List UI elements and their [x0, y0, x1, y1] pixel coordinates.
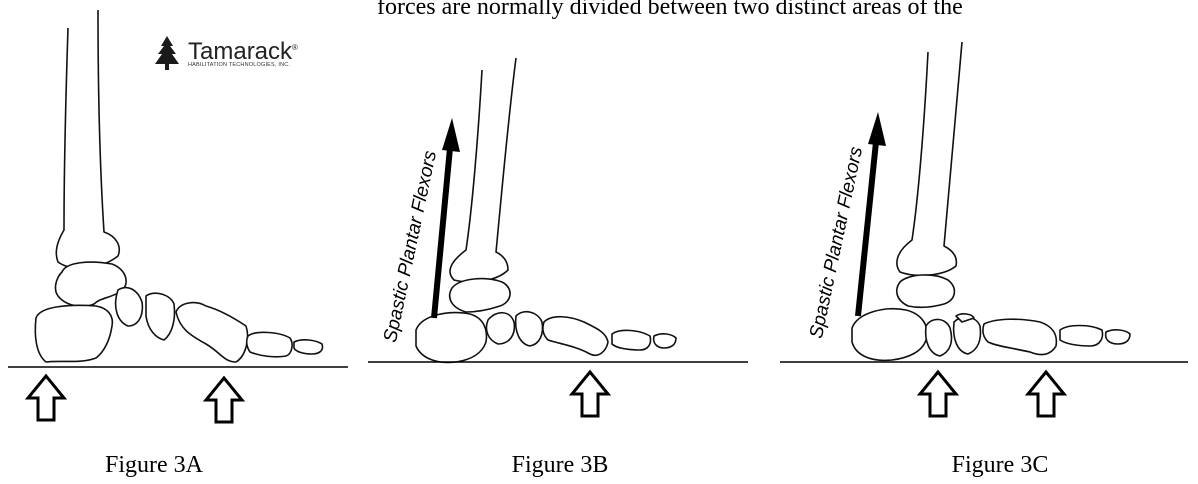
phalanx-proximal-3b — [612, 330, 651, 350]
calcaneus-3a — [35, 305, 112, 362]
phalanx-distal-3b — [654, 334, 676, 348]
caption-figure-3b: Figure 3B — [460, 452, 660, 479]
figure-3b — [368, 58, 748, 416]
spastic-pull-arrowhead-3b — [442, 118, 460, 152]
navicular-3b — [486, 313, 514, 344]
cuneiform-3c — [954, 317, 981, 354]
metatarsal-3b — [543, 317, 608, 356]
tibia-3b — [450, 58, 516, 282]
force-arrow-heel-3a — [28, 376, 64, 420]
cuneiform-3a — [146, 293, 175, 340]
navicular-3a — [116, 288, 143, 326]
navicular-3c — [926, 319, 952, 356]
force-arrow-forefoot-3c — [1028, 372, 1064, 416]
cuneiform-3b — [516, 312, 543, 346]
figure-3a — [8, 10, 348, 422]
metatarsal-3a — [176, 303, 248, 362]
talus-3c — [897, 275, 955, 307]
talus-3b — [450, 279, 510, 312]
force-arrow-forefoot-3a — [206, 378, 242, 422]
calcaneus-3b — [416, 313, 486, 363]
force-arrow-forefoot-3b — [572, 372, 608, 416]
phalanx-proximal-3a — [247, 332, 292, 356]
phalanx-distal-3c — [1106, 330, 1130, 344]
caption-figure-3c: Figure 3C — [900, 452, 1100, 479]
metatarsal-3c — [983, 319, 1057, 354]
caption-figure-3a: Figure 3A — [54, 452, 254, 479]
phalanx-proximal-3c — [1060, 326, 1103, 347]
spastic-pull-arrowhead-3c — [868, 112, 886, 146]
tibia-3a — [56, 10, 119, 268]
phalanx-distal-3a — [294, 340, 323, 354]
force-arrow-midfoot-3c — [920, 372, 956, 416]
tibia-3c — [897, 42, 962, 275]
calcaneus-3c — [852, 309, 927, 361]
